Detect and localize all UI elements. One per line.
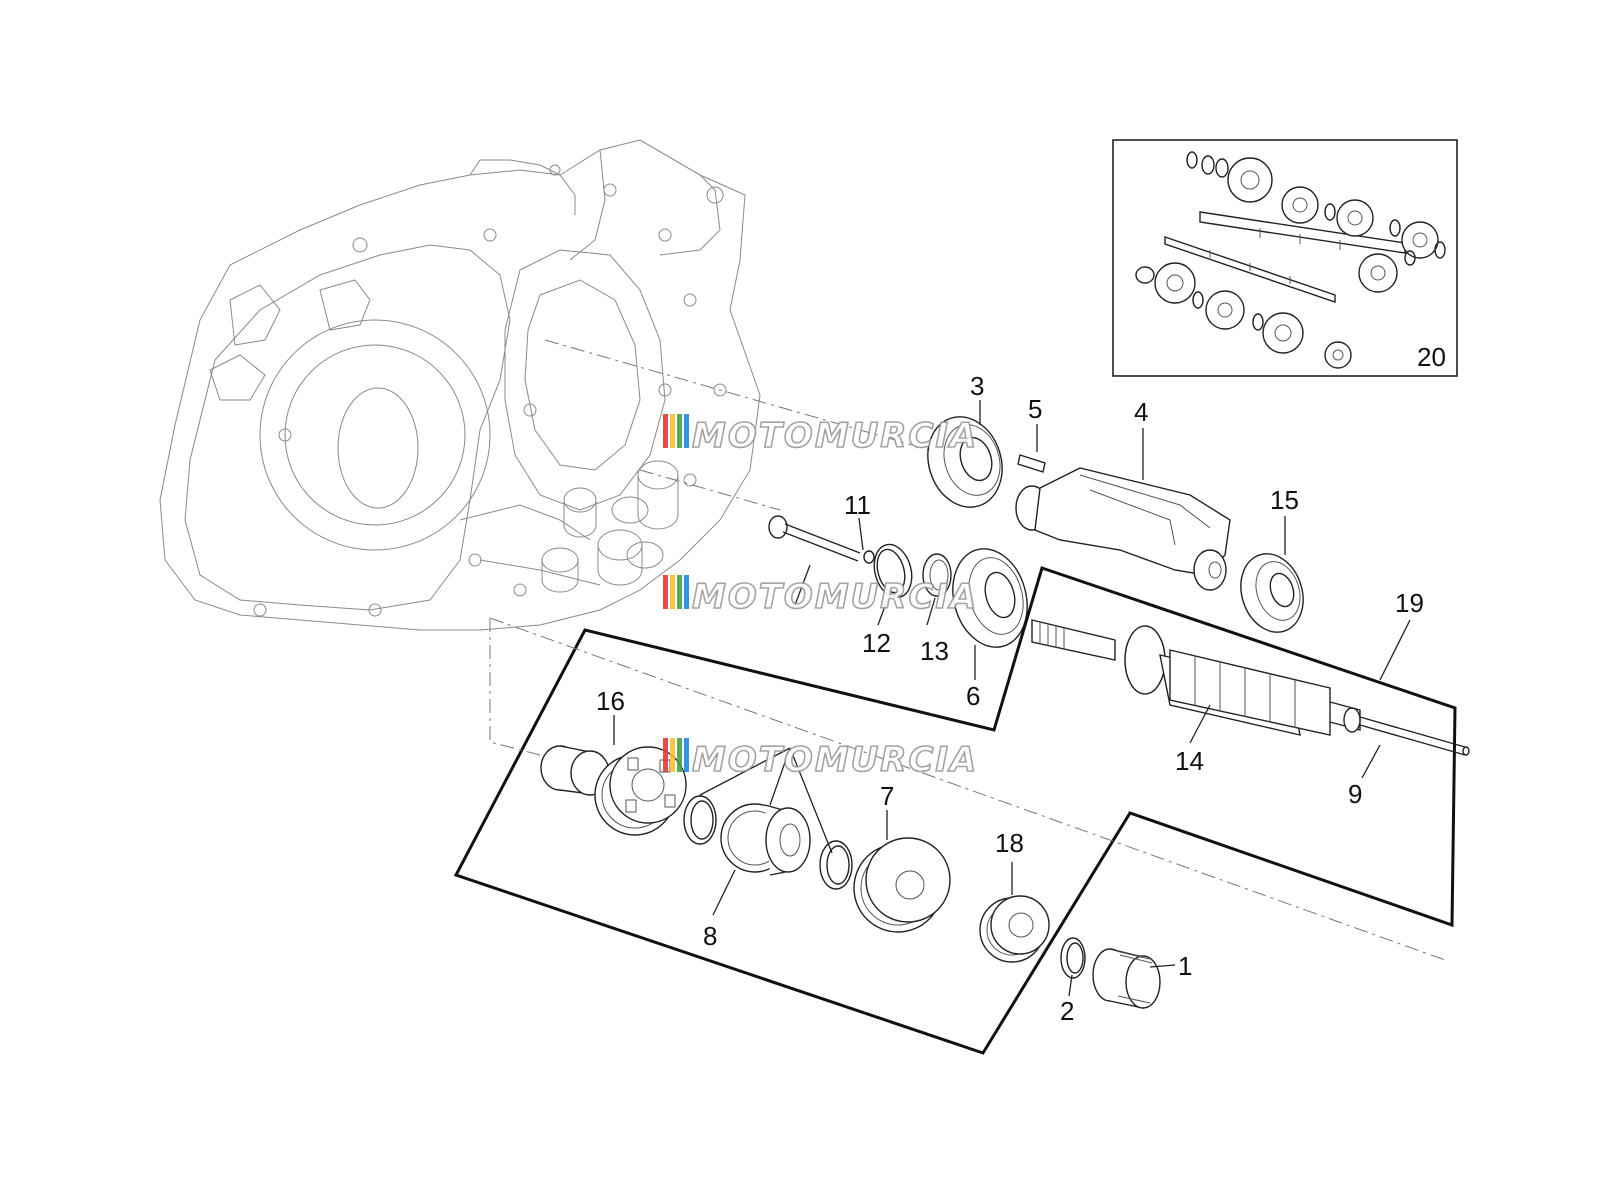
callout-14: 14 [1175, 746, 1204, 776]
circlip-2 [1060, 937, 1086, 979]
circlip-right [819, 840, 853, 890]
circlip-left [683, 795, 717, 845]
gearbox-assembly-inset [1112, 139, 1458, 377]
gear-18 [979, 895, 1050, 963]
callout-7: 7 [880, 781, 894, 811]
callout-18: 18 [995, 828, 1024, 858]
callout-8: 8 [703, 921, 717, 951]
watermark-top: MOTOMURCIA [663, 414, 978, 457]
bearing-3 [927, 416, 1003, 508]
callout-19: 19 [1395, 588, 1424, 618]
watermark-text: MOTOMURCIA [692, 416, 978, 456]
gear-8 [720, 803, 811, 876]
key-5 [1017, 454, 1046, 473]
watermark-bottom: MOTOMURCIA [663, 738, 978, 781]
gear-7 [853, 837, 951, 933]
callout-4: 4 [1134, 397, 1148, 427]
needle-bearing-1 [1092, 948, 1161, 1009]
circlip-12 [873, 543, 913, 599]
watermark-text: MOTOMURCIA [692, 740, 978, 780]
callout-9: 9 [1348, 779, 1362, 809]
assembly-axis [489, 617, 1446, 961]
kit-outline-19 [453, 566, 1457, 1055]
main-shaft-14 [1031, 619, 1361, 736]
shaft-arm-4 [1015, 467, 1231, 591]
callout-labels: 3 5 4 15 11 12 13 6 19 14 9 16 7 8 18 1 … [596, 342, 1446, 1026]
callout-12: 12 [862, 628, 891, 658]
callout-1: 1 [1178, 951, 1192, 981]
bearing-6 [952, 548, 1028, 648]
callout-13: 13 [920, 636, 949, 666]
watermark-middle: MOTOMURCIA [663, 575, 978, 618]
callout-15: 15 [1270, 485, 1299, 515]
pin-11 [768, 515, 875, 564]
callout-6: 6 [966, 681, 980, 711]
leader-lines [613, 400, 1411, 997]
watermark-text: MOTOMURCIA [692, 577, 978, 617]
callout-3: 3 [970, 371, 984, 401]
callout-2: 2 [1060, 996, 1074, 1026]
bearing-15 [1240, 553, 1304, 633]
spring-ring-13 [922, 553, 952, 597]
shaft-rod-9 [1359, 716, 1470, 756]
callout-16: 16 [596, 686, 625, 716]
callout-5: 5 [1028, 394, 1042, 424]
callout-20: 20 [1417, 342, 1446, 372]
callout-11: 11 [844, 490, 871, 520]
crankcase-half [159, 139, 931, 631]
